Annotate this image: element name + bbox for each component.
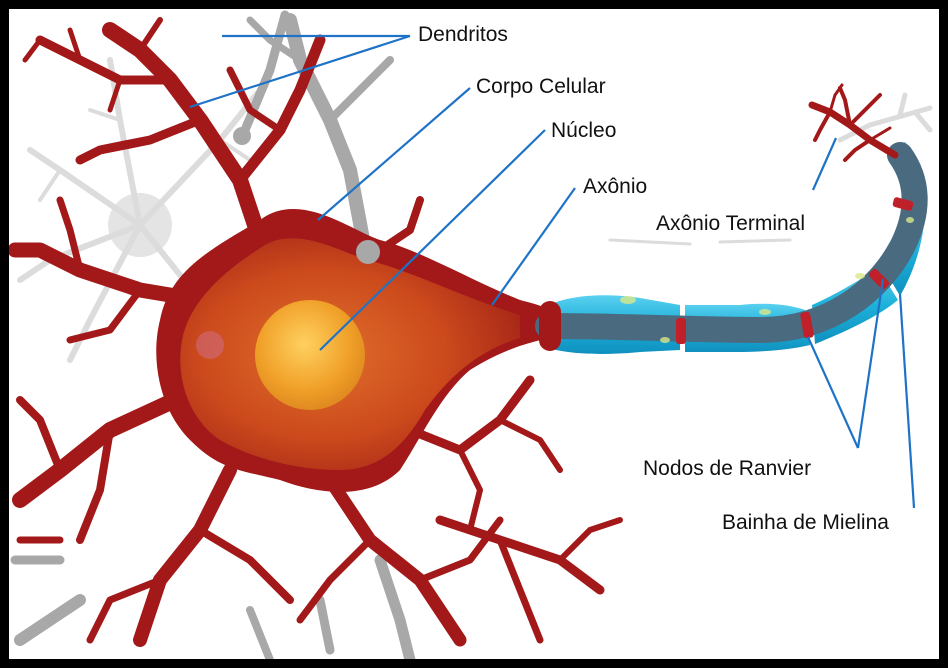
nucleus [255,300,365,410]
grey-dendrite-tip [356,240,380,264]
leader-bainha [900,294,914,508]
label-corpo-celular: Corpo Celular [476,76,606,97]
label-dendritos: Dendritos [418,24,508,45]
soma-highlight [196,331,224,359]
leader-axonio [492,188,575,305]
label-nucleo: Núcleo [551,120,616,141]
label-axonio-terminal: Axônio Terminal [656,213,805,234]
label-axonio: Axônio [583,176,647,197]
label-bainha-mielina: Bainha de Mielina [722,512,889,533]
grey-dendrite-tip-2 [233,127,251,145]
leader-axonio-terminal [813,138,836,190]
label-nodos-ranvier: Nodos de Ranvier [643,458,811,479]
leader-nodos-1 [808,337,858,448]
